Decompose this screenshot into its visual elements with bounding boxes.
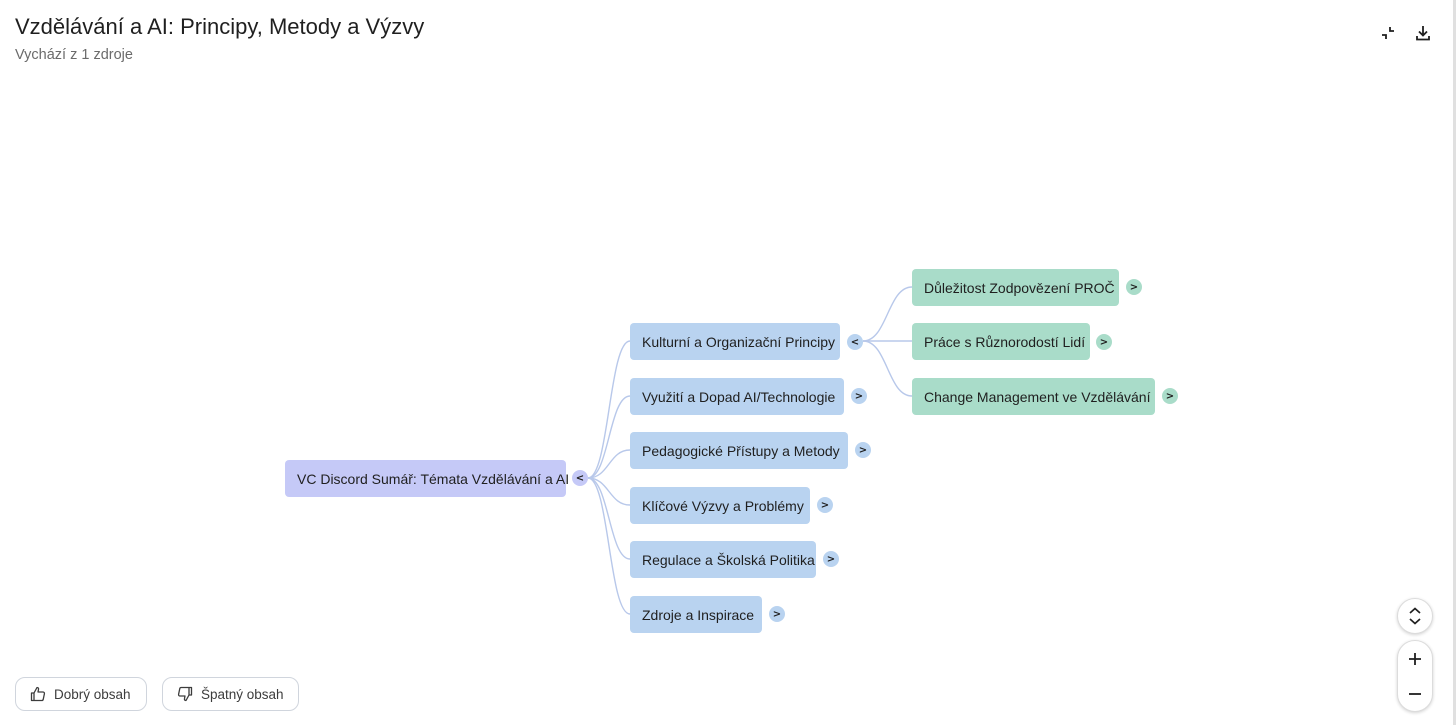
leaf-expand-toggle[interactable]: > xyxy=(1126,279,1142,295)
leaf-connector xyxy=(862,340,913,397)
root-node-label: VC Discord Sumář: Témata Vzdělávání a AI xyxy=(297,470,570,487)
plus-icon xyxy=(1409,653,1421,665)
zoom-controls xyxy=(1397,640,1433,712)
bad-content-label: Špatný obsah xyxy=(201,686,284,702)
leaf-node-proc[interactable]: Důležitost Zodpovězení PROČ xyxy=(912,269,1119,306)
branch-connector xyxy=(587,477,631,506)
branch-node-vyuziti[interactable]: Využití a Dopad AI/Technologie xyxy=(630,378,844,415)
branch-connector xyxy=(587,477,631,560)
leaf-connector xyxy=(862,286,913,342)
branch-label: Regulace a Školská Politika xyxy=(642,551,815,568)
branch-collapse-toggle[interactable]: < xyxy=(847,334,863,350)
good-content-button[interactable]: Dobrý obsah xyxy=(15,677,147,711)
branch-label: Využití a Dopad AI/Technologie xyxy=(642,388,836,405)
branch-expand-toggle[interactable]: > xyxy=(851,388,867,404)
branch-expand-toggle[interactable]: > xyxy=(817,497,833,513)
expand-collapse-all-button[interactable] xyxy=(1397,598,1433,634)
zoom-out-button[interactable] xyxy=(1398,677,1432,711)
branch-expand-toggle[interactable]: > xyxy=(769,606,785,622)
expand-collapse-icon xyxy=(1409,607,1421,625)
bad-content-button[interactable]: Špatný obsah xyxy=(162,677,299,711)
leaf-label: Práce s Různorodostí Lidí xyxy=(924,333,1086,350)
branch-connector xyxy=(587,449,631,479)
branch-connector xyxy=(587,477,631,615)
leaf-label: Důležitost Zodpovězení PROČ xyxy=(924,279,1115,296)
branch-node-kulturni[interactable]: Kulturní a Organizační Principy xyxy=(630,323,840,360)
mindmap-root-node[interactable]: VC Discord Sumář: Témata Vzdělávání a AI xyxy=(285,460,570,497)
branch-node-pedagogicke[interactable]: Pedagogické Přístupy a Metody xyxy=(630,432,848,469)
scrollbar-edge xyxy=(1453,0,1456,725)
leaf-label: Change Management ve Vzdělávání xyxy=(924,388,1151,405)
leaf-node-change-management[interactable]: Change Management ve Vzdělávání xyxy=(912,378,1155,415)
branch-node-regulace[interactable]: Regulace a Školská Politika xyxy=(630,541,816,578)
thumbs-down-icon xyxy=(177,686,193,702)
leaf-node-ruznorodost[interactable]: Práce s Různorodostí Lidí xyxy=(912,323,1090,360)
branch-node-zdroje[interactable]: Zdroje a Inspirace xyxy=(630,596,762,633)
branch-label: Kulturní a Organizační Principy xyxy=(642,333,835,350)
collapse-fullscreen-icon xyxy=(1382,27,1394,39)
page-title: Vzdělávání a AI: Principy, Metody a Výzv… xyxy=(15,14,425,39)
leaf-expand-toggle[interactable]: > xyxy=(1162,388,1178,404)
branch-label: Klíčové Výzvy a Problémy xyxy=(642,497,804,514)
branch-label: Pedagogické Přístupy a Metody xyxy=(642,442,840,459)
leaf-expand-toggle[interactable]: > xyxy=(1096,334,1112,350)
branch-connector xyxy=(587,395,631,479)
good-content-label: Dobrý obsah xyxy=(54,686,131,702)
source-count: Vychází z 1 zdroje xyxy=(15,47,133,63)
download-icon xyxy=(1416,26,1430,41)
branch-expand-toggle[interactable]: > xyxy=(855,442,871,458)
branch-connector xyxy=(587,340,631,479)
branch-node-vyzvy[interactable]: Klíčové Výzvy a Problémy xyxy=(630,487,810,524)
zoom-in-button[interactable] xyxy=(1398,642,1432,676)
branch-expand-toggle[interactable]: > xyxy=(823,551,839,567)
root-collapse-toggle[interactable]: < xyxy=(572,470,588,486)
download-button[interactable] xyxy=(1410,20,1436,46)
thumbs-up-icon xyxy=(30,686,46,702)
minus-icon xyxy=(1409,693,1421,695)
branch-label: Zdroje a Inspirace xyxy=(642,606,755,623)
collapse-button[interactable] xyxy=(1375,20,1401,46)
